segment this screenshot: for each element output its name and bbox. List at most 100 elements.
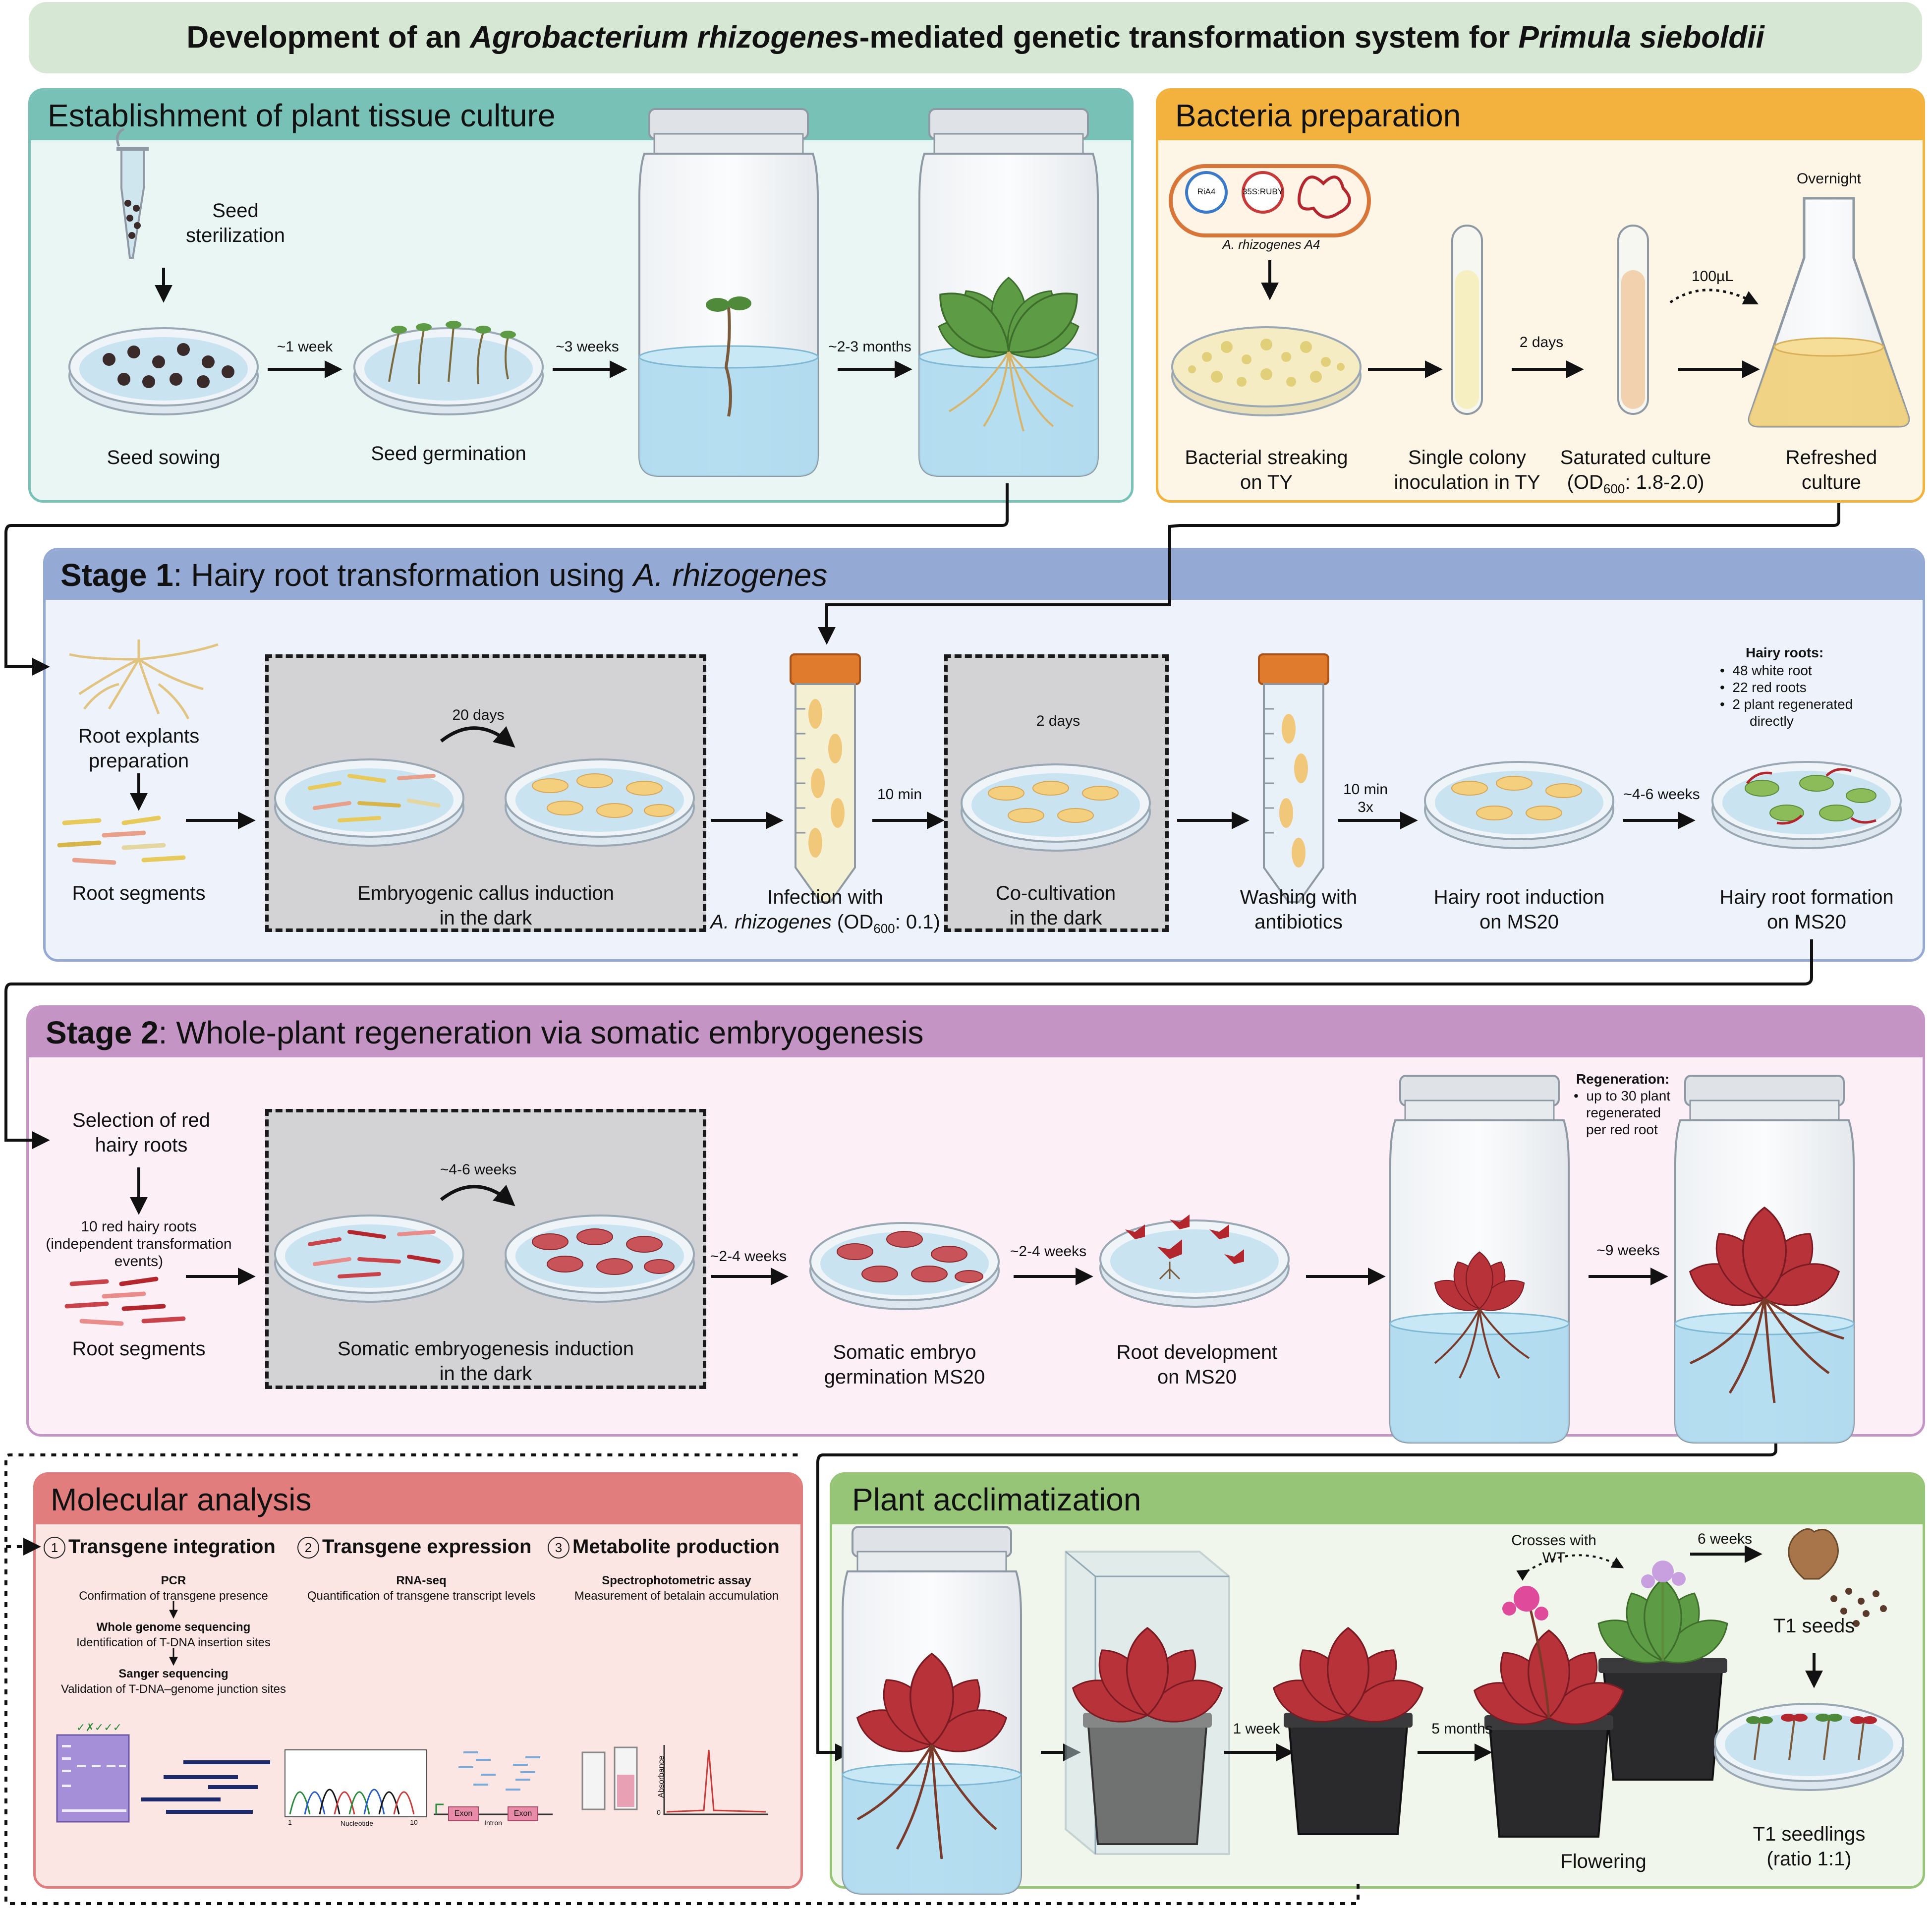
root-segments-label-1: Root segments xyxy=(72,882,206,904)
t1-seedlings-dish-icon xyxy=(1714,1703,1904,1791)
strain-label: A. rhizogenes A4 xyxy=(1222,237,1320,252)
flask-icon xyxy=(1748,197,1910,428)
regeneration-item-2: regenerated xyxy=(1586,1105,1661,1120)
single-colony-tube-icon xyxy=(1451,225,1483,415)
root-explants-icon xyxy=(69,639,219,720)
hairy-formation-label: Hairy root formation on MS20 xyxy=(1719,886,1894,933)
time-20-days: 20 days xyxy=(452,707,505,723)
time-wash: 10 min 3x xyxy=(1343,781,1388,815)
wgs-title: Whole genome sequencing xyxy=(96,1621,251,1634)
time-3-weeks: ~3 weeks xyxy=(556,339,619,355)
callus-dish-2-icon xyxy=(505,758,695,847)
time-2-4-weeks-a: ~2-4 weeks xyxy=(710,1248,787,1265)
pcr-desc: Confirmation of transgene presence xyxy=(79,1589,268,1603)
spectro-desc: Measurement of betalain accumulation xyxy=(574,1589,779,1603)
regeneration-item-3: per red root xyxy=(1586,1122,1658,1137)
sanger-desc: Validation of T-DNA–genome junction site… xyxy=(60,1682,286,1696)
seedling-jar-icon xyxy=(638,108,819,477)
hairy-induction-dish-icon xyxy=(1424,761,1614,849)
callus-dish-1-icon xyxy=(274,758,464,847)
root-segments-label-2: Root segments xyxy=(72,1338,206,1360)
overnight-label: Overnight xyxy=(1796,171,1862,187)
hairy-roots-item-3: • 2 plant regenerated xyxy=(1720,696,1853,712)
time-9-weeks: ~9 weeks xyxy=(1596,1242,1660,1259)
embryo-germination-dish-icon xyxy=(809,1222,1000,1310)
panel-molecular-header: Molecular analysis xyxy=(36,1475,800,1524)
panel-molecular: Molecular analysis xyxy=(33,1472,803,1889)
hairy-roots-item-4: directly xyxy=(1750,713,1794,729)
time-2-days-cocult: 2 days xyxy=(1036,713,1080,729)
red-root-segments-icon xyxy=(64,1276,186,1326)
t1-seedlings-label: T1 seedlings (ratio 1:1) xyxy=(1753,1823,1866,1870)
plasmid-ria4-label: RiA4 xyxy=(1197,187,1216,196)
spectro-title: Spectrophotometric assay xyxy=(602,1574,751,1587)
cuvette-icon xyxy=(581,1746,638,1810)
washing-label: Washing with antibiotics xyxy=(1240,886,1358,933)
panel-bacteria-header: Bacteria preparation xyxy=(1158,91,1923,140)
saturated-culture-tube-icon xyxy=(1617,225,1649,415)
cocultivation-label: Co-cultivation in the dark xyxy=(995,882,1116,929)
flowering-label: Flowering xyxy=(1560,1851,1647,1872)
t1-seeds-label: T1 seeds xyxy=(1773,1615,1855,1637)
seed-capsule-icon xyxy=(1788,1528,1887,1627)
embryo-germination-label: Somatic embryo germination MS20 xyxy=(824,1341,985,1388)
wt-pot-icon xyxy=(1589,1561,1737,1781)
single-colony-label: Single colony inoculation in TY xyxy=(1394,447,1540,493)
somatic-dish-2-icon xyxy=(505,1215,695,1303)
chroma-xlabel: Nucleotide xyxy=(340,1819,374,1827)
refreshed-culture-label: Refreshed culture xyxy=(1785,447,1877,493)
regeneration-item-1: • up to 30 plant xyxy=(1574,1088,1671,1103)
hairy-induction-label: Hairy root induction on MS20 xyxy=(1433,886,1605,933)
rnaseq-desc: Quantification of transgene transcript l… xyxy=(307,1589,536,1603)
regeneration-jar-1-icon xyxy=(1389,1075,1570,1444)
time-2-4-weeks-b: ~2-4 weeks xyxy=(1010,1243,1087,1260)
gel-marks: ✓✗✓✓✓ xyxy=(76,1721,122,1734)
absorbance-plot-icon xyxy=(663,1745,768,1815)
panel-bacteria: Bacteria preparation xyxy=(1156,88,1925,503)
plant-jar-icon xyxy=(918,108,1099,477)
time-1-week-accl: 1 week xyxy=(1233,1721,1280,1737)
wgs-reads-icon xyxy=(141,1760,270,1814)
gel-icon xyxy=(56,1734,130,1823)
somatic-induction-label: Somatic embryogenesis induction in the d… xyxy=(337,1338,634,1385)
volume-100ul-label: 100µL xyxy=(1691,268,1734,285)
hairy-roots-item-2: • 22 red roots xyxy=(1720,680,1807,695)
time-6-weeks: 6 weeks xyxy=(1697,1531,1753,1547)
time-5-months: 5 months xyxy=(1431,1721,1493,1737)
plasmid-ruby-label: 35S:RUBY xyxy=(1242,187,1284,196)
callus-induction-label: Embryogenic callus induction in the dark xyxy=(357,882,615,929)
seed-sterilization-label: Seed sterilization xyxy=(185,200,285,246)
regeneration-title: Regeneration: xyxy=(1576,1071,1670,1087)
intron-label: Intron xyxy=(484,1819,502,1827)
time-4-6-weeks-s1: ~4-6 weeks xyxy=(1623,786,1700,803)
bacterial-streaking-label: Bacterial streaking on TY xyxy=(1185,447,1348,493)
exon-1-label: Exon xyxy=(454,1809,473,1818)
hairy-roots-item-1: • 48 white root xyxy=(1720,663,1812,678)
sanger-title: Sanger sequencing xyxy=(118,1667,228,1680)
crosses-wt-label: Crosses with WT xyxy=(1511,1532,1596,1566)
chroma-tick-10: 10 xyxy=(410,1818,418,1826)
time-4-6-weeks-s2: ~4-6 weeks xyxy=(440,1161,517,1178)
selection-red-roots-label: Selection of red hairy roots xyxy=(72,1109,210,1156)
falcon-tube-washing-icon xyxy=(1258,653,1329,903)
seed-sowing-label: Seed sowing xyxy=(107,447,221,468)
acclimatization-jar-icon xyxy=(842,1526,1022,1895)
root-development-dish-icon xyxy=(1099,1215,1290,1308)
cocultivation-dish-icon xyxy=(961,763,1151,852)
rnaseq-title: RNA-seq xyxy=(396,1574,447,1587)
exon-2-label: Exon xyxy=(513,1809,532,1818)
black-pot-1-icon xyxy=(1266,1627,1430,1835)
time-2-days-bacteria: 2 days xyxy=(1519,334,1564,350)
seed-tube-icon xyxy=(116,127,149,259)
chroma-tick-1: 1 xyxy=(288,1818,292,1826)
falcon-tube-infection-icon xyxy=(790,653,861,903)
rnaseq-reads-icon xyxy=(458,1751,540,1791)
hairy-roots-title: Hairy roots: xyxy=(1746,645,1824,660)
panel-stage2-header: Stage 2: Whole-plant regeneration via so… xyxy=(29,1008,1923,1057)
red-roots-count-label: 10 red hairy roots (independent transfor… xyxy=(46,1218,232,1270)
time-1-week: ~1 week xyxy=(277,339,333,355)
root-development-label: Root development on MS20 xyxy=(1116,1341,1278,1388)
